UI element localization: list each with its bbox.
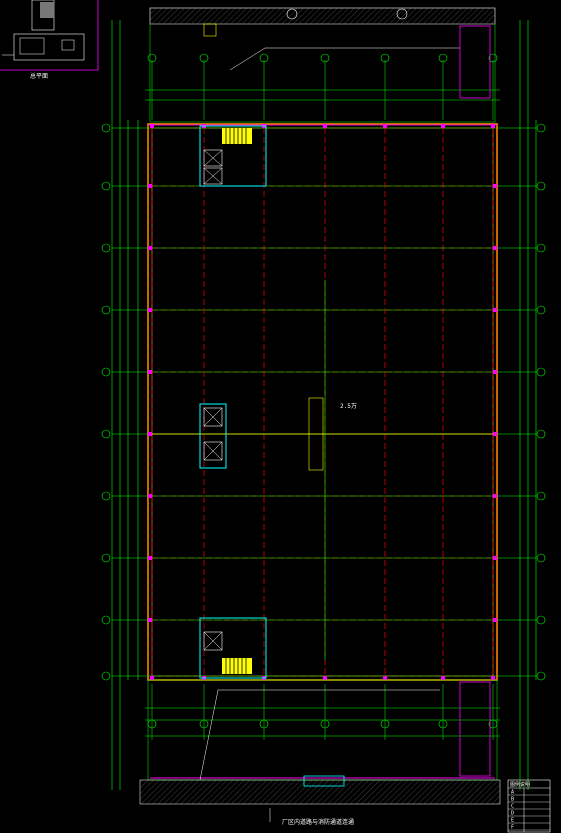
axis-bubble-right xyxy=(536,615,546,625)
core-north xyxy=(199,125,267,187)
axis-bubble-left xyxy=(101,553,111,563)
axis-bubble-right xyxy=(536,367,546,377)
column-marker xyxy=(491,124,495,128)
axis-bubble-left xyxy=(101,671,111,681)
column-marker xyxy=(493,494,497,498)
legend-row-label: D xyxy=(511,811,514,817)
axis-bubble-right xyxy=(536,671,546,681)
column-marker xyxy=(323,676,327,680)
axis-bubble-right xyxy=(536,123,546,133)
column-marker xyxy=(493,246,497,250)
axis-bubble-left xyxy=(101,429,111,439)
axis-bubble-left xyxy=(101,305,111,315)
right-dimension-lines xyxy=(519,20,537,790)
axis-bubble-left xyxy=(101,181,111,191)
column-marker xyxy=(491,676,495,680)
column-marker xyxy=(383,124,387,128)
column-marker xyxy=(150,124,154,128)
column-marker xyxy=(148,246,152,250)
center-pit xyxy=(308,397,324,471)
key-plan: 总平面 xyxy=(0,0,99,80)
column-marker xyxy=(441,676,445,680)
axis-bubble-right xyxy=(536,553,546,563)
green-axes xyxy=(112,60,536,740)
south-annex: 厂区内道路与消防通道连通 xyxy=(139,679,501,826)
column-marker xyxy=(493,556,497,560)
core-south xyxy=(199,617,267,679)
axis-bubble-left xyxy=(101,243,111,253)
axis-bubble-right xyxy=(536,305,546,315)
keyplan-label: 总平面 xyxy=(30,72,48,80)
column-marker xyxy=(493,184,497,188)
legend-row-label: A xyxy=(511,790,514,796)
axis-bubble-right xyxy=(536,243,546,253)
axis-bubble-right xyxy=(536,429,546,439)
legend-row-label: C xyxy=(511,804,514,810)
axis-bubble-left xyxy=(101,367,111,377)
axis-bubble-left xyxy=(101,615,111,625)
north-annex xyxy=(145,7,500,123)
column-marker xyxy=(148,494,152,498)
legend-title: 图例说明 xyxy=(510,781,530,788)
column-marker xyxy=(493,432,497,436)
column-marker xyxy=(148,370,152,374)
column-marker xyxy=(383,676,387,680)
legend-row-label: F xyxy=(511,825,514,831)
column-marker xyxy=(493,370,497,374)
column-marker xyxy=(493,308,497,312)
column-marker xyxy=(148,308,152,312)
column-marker xyxy=(150,676,154,680)
column-marker xyxy=(148,432,152,436)
bottom-note: 厂区内道路与消防通道连通 xyxy=(282,818,354,826)
legend-row-label: B xyxy=(511,797,514,803)
center-label: 2.5万 xyxy=(340,403,357,410)
core-middle xyxy=(199,403,227,469)
column-marker xyxy=(493,618,497,622)
column-marker xyxy=(148,556,152,560)
left-dimension-lines xyxy=(111,20,139,790)
legend-row-label: E xyxy=(511,818,514,824)
axis-bubble-right xyxy=(536,181,546,191)
column-marker xyxy=(441,124,445,128)
column-marker xyxy=(148,184,152,188)
axis-bubble-right xyxy=(536,491,546,501)
axis-bubble-left xyxy=(101,491,111,501)
column-marker xyxy=(323,124,327,128)
column-marker xyxy=(148,618,152,622)
axis-bubble-left xyxy=(101,123,111,133)
